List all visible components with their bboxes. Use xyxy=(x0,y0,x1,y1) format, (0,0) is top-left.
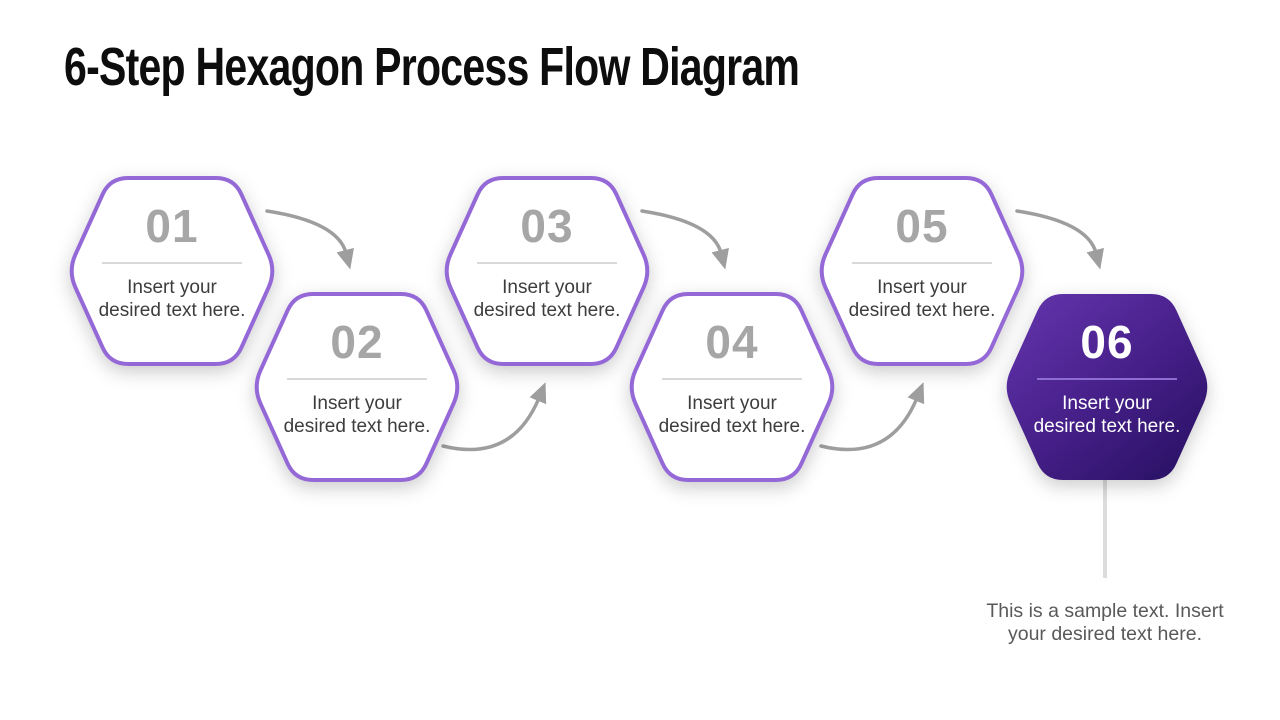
hexagon-filled-shape xyxy=(1006,294,1208,480)
step-divider xyxy=(102,262,242,264)
annotation-text: This is a sample text. Insert your desir… xyxy=(986,600,1224,645)
step-divider xyxy=(662,378,802,380)
step-hexagon-2[interactable]: 02 Insert your desired text here. xyxy=(253,292,461,482)
step-text-placeholder[interactable]: Insert your desired text here. xyxy=(473,277,621,321)
step-number: 04 xyxy=(705,316,759,368)
hexagon-outline-shape xyxy=(444,176,650,366)
step-number: 06 xyxy=(1080,316,1134,368)
step-text-placeholder[interactable]: Insert your desired text here. xyxy=(658,393,806,437)
step-hexagon-1[interactable]: 01 Insert your desired text here. xyxy=(68,176,276,366)
step-number: 03 xyxy=(520,200,574,252)
step-hexagon-4[interactable]: 04 Insert your desired text here. xyxy=(628,292,836,482)
step-text-placeholder[interactable]: Insert your desired text here. xyxy=(283,393,431,437)
step-text-placeholder[interactable]: Insert your desired text here. xyxy=(848,277,996,321)
step-text-placeholder[interactable]: Insert your desired text here. xyxy=(1033,393,1181,437)
hexagon-outline-shape xyxy=(629,292,835,482)
step-number: 02 xyxy=(330,316,384,368)
step-number: 05 xyxy=(895,200,949,252)
step-divider xyxy=(477,262,617,264)
slide-title: 6-Step Hexagon Process Flow Diagram xyxy=(64,37,800,97)
step-hexagon-3[interactable]: 03 Insert your desired text here. xyxy=(443,176,651,366)
step-text-placeholder[interactable]: Insert your desired text here. xyxy=(98,277,246,321)
step-hexagon-6[interactable]: 06 Insert your desired text here. xyxy=(1003,294,1211,480)
step-divider xyxy=(287,378,427,380)
callout-connector-line xyxy=(1103,480,1107,578)
hexagon-outline-shape xyxy=(254,292,460,482)
hexagon-outline-shape xyxy=(69,176,275,366)
step-divider xyxy=(1037,378,1177,380)
step-number: 01 xyxy=(145,200,199,252)
step-divider xyxy=(852,262,992,264)
hexagon-outline-shape xyxy=(819,176,1025,366)
step-hexagon-5[interactable]: 05 Insert your desired text here. xyxy=(818,176,1026,366)
